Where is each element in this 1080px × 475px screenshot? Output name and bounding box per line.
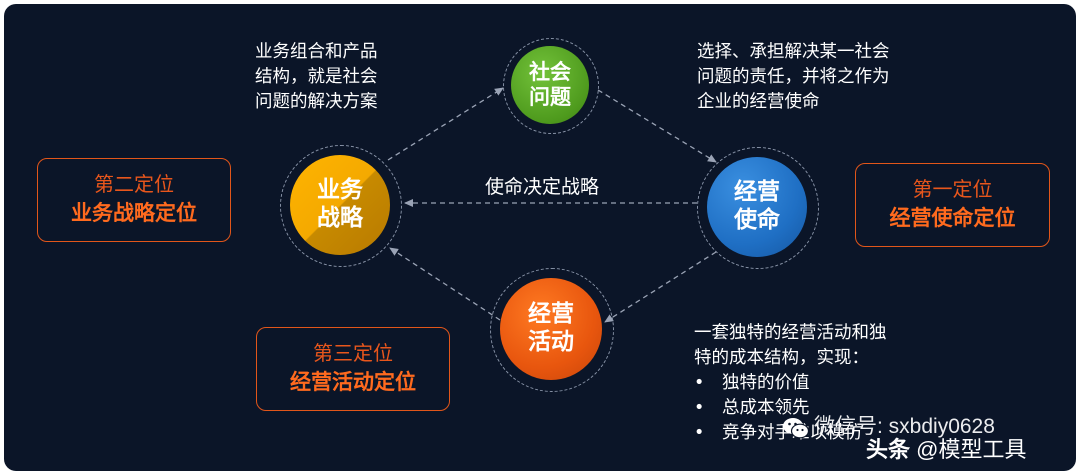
third-positioning-box: 第三定位 经营活动定位 — [256, 327, 450, 411]
note-top-left: 业务组合和产品 结构，就是社会 问题的解决方案 — [255, 40, 378, 115]
center-label: 使命决定战略 — [485, 176, 600, 198]
toutiao-brand: 头条 — [866, 437, 911, 462]
bullet-dot: • — [694, 398, 705, 418]
toutiao-watermark: 头条 @模型工具 — [866, 432, 1026, 464]
note-top-left-line: 结构，就是社会 — [255, 67, 378, 87]
bullet-item: • 独特的价值 — [694, 371, 887, 396]
wechat-watermark: 微信号: sxbdiy0628 — [814, 415, 995, 438]
first-positioning-box: 第一定位 经营使命定位 — [855, 163, 1050, 247]
note-top-right-line: 问题的责任，并将之作为 — [697, 67, 890, 87]
business-strategy-node: 业务 战略 — [290, 155, 390, 255]
third-positioning-main: 经营活动定位 — [290, 371, 416, 394]
mission-line2: 使命 — [734, 207, 780, 233]
note-bottom-right-line: 一套独特的经营活动和独 — [694, 323, 887, 343]
bullet-dot: • — [694, 423, 705, 443]
mission-line1: 经营 — [734, 179, 780, 206]
toutiao-handle: @模型工具 — [916, 437, 1027, 462]
bullet-text: 总成本领先 — [722, 398, 810, 418]
note-top-left-line: 问题的解决方案 — [255, 92, 378, 112]
note-top-right-line: 企业的经营使命 — [697, 92, 820, 112]
first-positioning-sub: 第一定位 — [912, 179, 993, 201]
activity-ring — [490, 268, 614, 392]
second-positioning-main: 业务战略定位 — [71, 202, 197, 225]
business-strategy-line1: 业务 — [317, 177, 363, 204]
business-strategy-ring — [280, 145, 402, 267]
note-top-left-line: 业务组合和产品 — [255, 42, 378, 62]
activity-line1: 经营 — [528, 301, 574, 328]
social-problem-line1: 社会 — [529, 59, 571, 84]
social-problem-ring — [503, 38, 599, 134]
note-bottom-right-line: 特的成本结构，实现： — [694, 348, 869, 368]
business-strategy-line2: 战略 — [317, 205, 363, 231]
bullet-item: • 总成本领先 — [694, 396, 887, 421]
first-positioning-main: 经营使命定位 — [889, 207, 1016, 230]
activity-node: 经营 活动 — [500, 278, 602, 380]
mission-ring — [697, 147, 819, 269]
mission-node: 经营 使命 — [707, 157, 807, 257]
social-problem-node: 社会 问题 — [511, 46, 589, 124]
wechat-icon — [781, 413, 811, 443]
third-positioning-sub: 第三定位 — [313, 343, 393, 365]
second-positioning-sub: 第二定位 — [94, 174, 174, 196]
bullet-text: 独特的价值 — [722, 373, 810, 393]
note-bottom-right: 一套独特的经营活动和独 特的成本结构，实现： • 独特的价值 • 总成本领先 •… — [694, 321, 887, 446]
note-top-right: 选择、承担解决某一社会 问题的责任，并将之作为 企业的经营使命 — [697, 40, 890, 115]
social-problem-line2: 问题 — [529, 85, 571, 109]
note-top-right-line: 选择、承担解决某一社会 — [697, 42, 890, 62]
second-positioning-box: 第二定位 业务战略定位 — [37, 158, 231, 242]
activity-line2: 活动 — [528, 329, 574, 355]
bullet-dot: • — [694, 373, 705, 393]
